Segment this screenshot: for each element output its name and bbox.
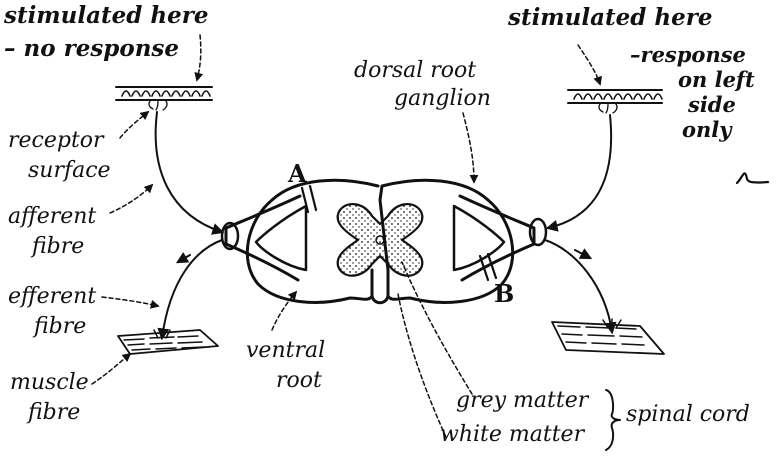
afferent-fibre-label: afferent fibre <box>8 206 96 258</box>
response-left-only-label: –response on left side only <box>630 44 755 140</box>
stimulated-right-label: stimulated here <box>508 6 712 29</box>
receptor-surface-left <box>116 87 212 110</box>
grey-matter-label: grey matter <box>456 390 588 412</box>
grey-matter <box>338 204 423 276</box>
root-loops-right <box>454 196 546 280</box>
ventral-root-label: ventral root <box>246 340 325 392</box>
receptor-surface-label: receptor surface <box>8 130 111 182</box>
muscle-left <box>118 329 218 354</box>
cut-b-label: B <box>494 282 514 306</box>
afferent-fibre-left <box>156 112 222 232</box>
efferent-fibre-right <box>545 240 612 332</box>
stimulated-left-label: stimulated here – no response <box>4 4 208 60</box>
cut-a-label: A <box>288 162 307 186</box>
muscle-fibre-label: muscle fibre <box>10 372 89 424</box>
efferent-fibre-label: efferent fibre <box>8 286 96 338</box>
white-matter-label: white matter <box>440 424 584 446</box>
spinal-cord-label: spinal cord <box>626 404 750 426</box>
afferent-fibre-right <box>548 115 611 228</box>
dorsal-root-ganglion-label: dorsal root ganglion <box>354 60 491 110</box>
spinal-cord <box>247 180 512 303</box>
efferent-fibre-left <box>162 240 222 338</box>
muscle-right <box>552 319 664 354</box>
spinal-cord-brace <box>606 390 620 450</box>
